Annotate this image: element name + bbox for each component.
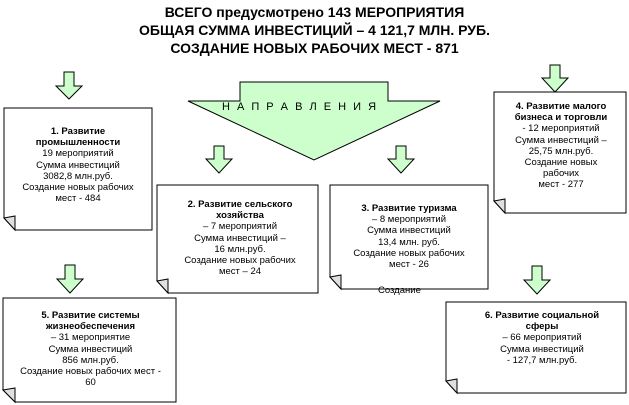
box-line: – 31 мероприятие	[50, 332, 131, 344]
box-line: Сумма инвестиций	[500, 343, 584, 355]
arrow-down-icon	[55, 264, 85, 294]
box-4-shape	[493, 91, 627, 215]
arrow-down-icon	[540, 64, 570, 93]
header-total-events: ВСЕГО предусмотрено 143 МЕРОПРИЯТИЯ	[164, 4, 465, 20]
box-line: 856 млн.руб.	[62, 354, 119, 366]
box-1-shape	[3, 107, 153, 232]
box-title: 4. Развитие малого бизнеса и торговли	[514, 101, 608, 124]
arrow-down-icon	[522, 265, 552, 295]
arrow-down-icon	[204, 145, 234, 174]
header-new-jobs: СОЗДАНИЕ НОВЫХ РАБОЧИХ МЕСТ - 871	[170, 40, 459, 56]
box-line: – 8 мероприятий	[371, 214, 447, 226]
box-6-shape	[445, 301, 627, 395]
box-social-sphere: 6. Развитие социальной сферы – 66 меропр…	[470, 308, 614, 368]
box-agriculture: 2. Развитие сельского хозяйства – 7 меро…	[166, 197, 314, 279]
box-line: 16 млн.руб.	[214, 243, 266, 255]
box-line: Сумма инвестиций	[48, 343, 133, 355]
box-line: – 66 мероприятий	[502, 332, 582, 344]
box-line: мест - 484	[55, 193, 101, 205]
box-line: Создание новых	[524, 157, 598, 169]
box-title: 6. Развитие социальной сферы	[484, 310, 600, 333]
box-life-support: 5. Развитие системы жизнеобеспечения – 3…	[8, 308, 173, 390]
box-3-shape	[329, 184, 489, 291]
box-line: мест - 277	[538, 179, 584, 191]
box-line: рабочих	[542, 168, 580, 180]
box-line: 13,4 млн. руб.	[378, 236, 440, 248]
directions-label: Н А П Р А В Л Е Н И Я	[221, 101, 379, 113]
arrow-down-icon	[386, 145, 416, 174]
box-line: мест - 26	[389, 259, 429, 271]
box-line: - 127,7 млн.руб.	[506, 354, 578, 366]
box-2-shape	[156, 184, 319, 295]
box-line: Сумма инвестиций	[36, 159, 120, 171]
box-line: Сумма инвестиций –	[194, 232, 286, 244]
stray-text: Создание	[378, 285, 421, 296]
box-line: 25,75 млн.руб.	[528, 145, 594, 157]
box-tourism: 3. Развитие туризма – 8 мероприятий Сумм…	[334, 201, 484, 272]
box-small-business: 4. Развитие малого бизнеса и торговли - …	[500, 99, 622, 193]
header-total-investment: ОБЩАЯ СУММА ИНВЕСТИЦИЙ – 4 121,7 МЛН. РУ…	[139, 22, 490, 38]
box-line: мест – 24	[218, 266, 262, 278]
box-line: Создание новых рабочих	[184, 255, 296, 267]
box-industry: 1. Развитие промышленности 19 мероприяти…	[8, 124, 148, 206]
box-line: Сумма инвестиций	[367, 225, 451, 237]
box-title: 1. Развитие промышленности	[35, 126, 121, 149]
box-line: Создание новых рабочих	[353, 247, 465, 259]
box-line: 60	[85, 377, 96, 389]
arrow-down-icon	[54, 71, 84, 100]
directions-banner-arrow	[187, 81, 441, 161]
box-line: 19 мероприятий	[42, 148, 114, 160]
box-5-shape	[1, 297, 177, 404]
box-line: Создание новых рабочих	[22, 182, 134, 194]
box-line: – 7 мероприятий	[202, 221, 278, 233]
box-line: - 12 мероприятий	[522, 123, 600, 135]
box-title: 5. Развитие системы жизнеобеспечения	[41, 310, 140, 333]
box-line: Создание новых рабочих мест -	[20, 366, 161, 378]
box-title: 2. Развитие сельского хозяйства	[187, 199, 293, 222]
box-line: 3082,8 млн.руб.	[43, 170, 113, 182]
box-title: 3. Развитие туризма	[361, 203, 457, 214]
box-line: Сумма инвестиций –	[515, 134, 607, 146]
